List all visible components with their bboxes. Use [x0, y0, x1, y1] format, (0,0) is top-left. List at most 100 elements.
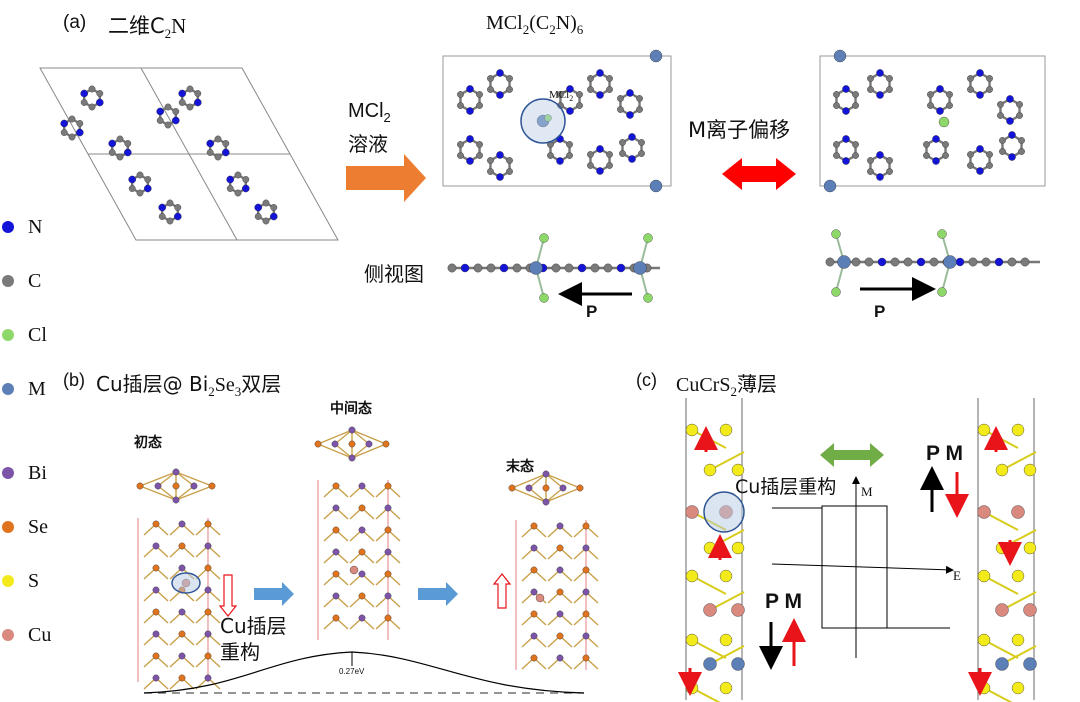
legend-label: S [28, 569, 40, 592]
cl-atom [643, 233, 653, 243]
m-atom [703, 657, 717, 671]
c-atom [619, 139, 626, 146]
n-atom [171, 116, 180, 125]
state-final: 末态 [506, 459, 534, 475]
c-atom [967, 75, 974, 82]
m-atom [731, 657, 745, 671]
c-atom [506, 157, 513, 164]
panel-a-title-main: 二维C [108, 14, 165, 38]
n-atom [60, 119, 69, 128]
legend-label: C [28, 269, 42, 292]
bi-se-atom [542, 498, 550, 506]
bond [351, 443, 387, 459]
legend-label: Bi [28, 461, 47, 484]
bi-se-atom [178, 520, 186, 528]
n-atom [123, 148, 132, 157]
bond [351, 429, 387, 445]
bi-se-atom [152, 652, 160, 660]
c-atom [890, 257, 900, 267]
bi-se-atom [332, 482, 340, 490]
legend-item-c: C [0, 266, 41, 296]
c-atom [174, 204, 182, 211]
c-atom [457, 141, 464, 148]
c-atom [967, 162, 974, 169]
bond [317, 429, 353, 445]
bi-se-atom [178, 608, 186, 616]
bond [691, 575, 727, 595]
axis-label-m: M [861, 484, 873, 499]
n-atom [1006, 95, 1014, 103]
c-atom [262, 217, 270, 225]
state-middle: 中间态 [330, 401, 372, 417]
cu-atom [349, 565, 359, 575]
s-atom [977, 633, 991, 647]
c-atom [487, 86, 494, 93]
n-atom [877, 257, 887, 267]
sol-s: 2 [383, 110, 391, 125]
bi-se-atom [358, 592, 366, 600]
n-atom [994, 257, 1004, 267]
c-atom [270, 204, 278, 211]
bi-se-atom [582, 566, 590, 574]
s-atom [685, 569, 699, 583]
bond [334, 443, 353, 459]
c-atom [486, 263, 496, 273]
c-atom [946, 102, 953, 109]
c-atom [967, 151, 974, 158]
s-atom [731, 541, 745, 555]
bi-se-atom [525, 484, 533, 492]
n-atom [466, 85, 474, 93]
bi-se-atom [332, 548, 340, 556]
bi-se-atom [152, 608, 160, 616]
c-atom [606, 151, 613, 158]
m-atom [633, 261, 647, 275]
center-structure-title: MCl2(C2N)6 [486, 12, 583, 38]
bi-se-atom [530, 544, 538, 552]
bond [983, 575, 1019, 595]
bi-se-atom [556, 632, 564, 640]
c-atom [108, 149, 116, 156]
n-atom [556, 157, 564, 165]
polarization-label-left: P [586, 302, 598, 321]
polarization-label-right: P [874, 302, 886, 321]
c-atom [144, 176, 152, 183]
c-atom [457, 91, 464, 98]
panel-c-title: CuCrS2薄层 [676, 368, 777, 400]
solution-label-line1: MCl2 [348, 100, 391, 125]
s-atom [1011, 633, 1025, 647]
n-atom [842, 85, 850, 93]
c-atom [833, 141, 840, 148]
ct-a: MCl [486, 12, 523, 34]
bi-se-atom [204, 674, 212, 682]
n-atom [269, 212, 278, 221]
pc-a: CuCrS [676, 374, 731, 396]
c-atom [999, 137, 1006, 144]
c-atom [476, 91, 483, 98]
c-atom [206, 149, 214, 156]
cl-atom [544, 114, 552, 122]
legend-label: Cu [28, 623, 52, 646]
n-atom [158, 203, 167, 212]
c-atom [186, 103, 194, 111]
c-atom [128, 185, 136, 192]
bi-se-atom [348, 426, 356, 434]
bi-se-atom [348, 454, 356, 462]
n-atom [596, 167, 604, 175]
bond [528, 473, 547, 489]
n-atom [466, 107, 474, 115]
c-atom [867, 168, 874, 175]
panel-a-title-sub: 2 [164, 26, 172, 42]
bi-se-atom [556, 566, 564, 574]
n-atom [193, 98, 202, 107]
bond [691, 639, 727, 659]
n-atom [496, 151, 504, 159]
n-atom [496, 91, 504, 99]
c-atom [158, 213, 166, 220]
c-atom [1016, 101, 1023, 108]
c-atom [867, 86, 874, 93]
c-atom [473, 263, 483, 273]
legend-swatch [2, 275, 14, 287]
bi-se-atom [556, 588, 564, 596]
mcl2-c2n-structure-right [819, 55, 1046, 187]
c-atom [116, 153, 124, 161]
